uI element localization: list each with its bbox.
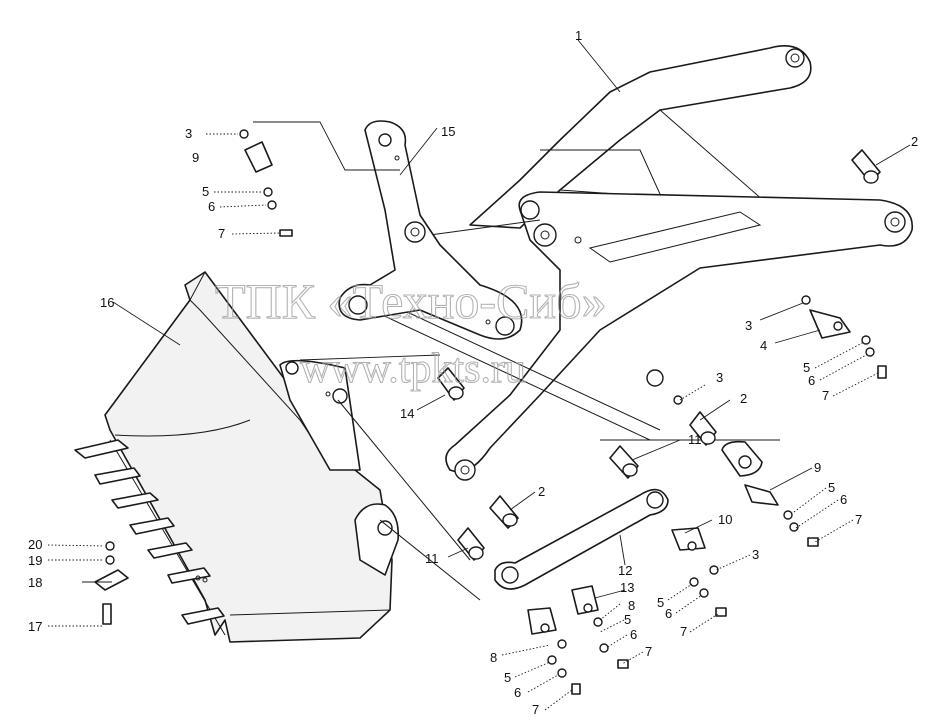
- callout-11: 11: [688, 432, 702, 447]
- callout-6: 6: [808, 373, 815, 388]
- callout-12: 12: [618, 563, 632, 578]
- watermark-site: www.tpkts.ru: [300, 346, 526, 392]
- callout-17: 17: [28, 619, 42, 634]
- cross-frame: [349, 219, 780, 441]
- bellcrank-15: [338, 120, 523, 340]
- watermark-company: ТПК «Техно-Сиб»: [215, 273, 607, 329]
- callout-7: 7: [645, 644, 652, 659]
- watermark: ТПК «Техно-Сиб» www.tpkts.ru: [214, 272, 607, 392]
- callout-2: 2: [740, 391, 747, 406]
- callout-6: 6: [630, 627, 637, 642]
- callout-5: 5: [504, 670, 511, 685]
- boom-arm-2: [445, 191, 913, 481]
- callout-4: 4: [760, 338, 767, 353]
- callout-18: 18: [28, 575, 42, 590]
- callout-7: 7: [680, 624, 687, 639]
- callout-2: 2: [538, 484, 545, 499]
- callout-8: 8: [490, 650, 497, 665]
- callout-3: 3: [752, 547, 759, 562]
- callout-5: 5: [202, 184, 209, 199]
- callout-11: 11: [425, 551, 439, 566]
- bucket-16: [74, 271, 481, 643]
- callout-13: 13: [620, 580, 634, 595]
- callout-1: 1: [575, 28, 582, 43]
- bushings: [437, 149, 881, 561]
- callout-14: 14: [400, 406, 414, 421]
- callout-6: 6: [514, 685, 521, 700]
- callout-16: 16: [100, 295, 114, 310]
- callout-5: 5: [828, 480, 835, 495]
- pins-and-plates: [244, 141, 851, 635]
- callout-7: 7: [218, 226, 225, 241]
- callout-20: 20: [28, 537, 42, 552]
- callout-3: 3: [185, 126, 192, 141]
- callout-9: 9: [814, 460, 821, 475]
- callouts: 1 2 2 2 3 3 3 3 4 5 5 5 5 5 5 6 6 6 6 6 …: [28, 28, 918, 717]
- callout-3: 3: [745, 318, 752, 333]
- callout-3: 3: [716, 370, 723, 385]
- callout-5: 5: [624, 612, 631, 627]
- callout-6: 6: [840, 492, 847, 507]
- callout-7: 7: [855, 512, 862, 527]
- callout-7: 7: [822, 388, 829, 403]
- callout-6: 6: [665, 606, 672, 621]
- callout-15: 15: [441, 124, 455, 139]
- leader-lines: [47, 39, 911, 711]
- callout-9: 9: [192, 150, 199, 165]
- link-12: [494, 488, 669, 590]
- callout-7: 7: [532, 702, 539, 717]
- callout-8: 8: [628, 598, 635, 613]
- fasteners: [94, 129, 887, 695]
- callout-19: 19: [28, 553, 42, 568]
- callout-5: 5: [657, 595, 664, 610]
- callout-5: 5: [803, 360, 810, 375]
- callout-2: 2: [911, 134, 918, 149]
- callout-10: 10: [718, 512, 732, 527]
- callout-6: 6: [208, 199, 215, 214]
